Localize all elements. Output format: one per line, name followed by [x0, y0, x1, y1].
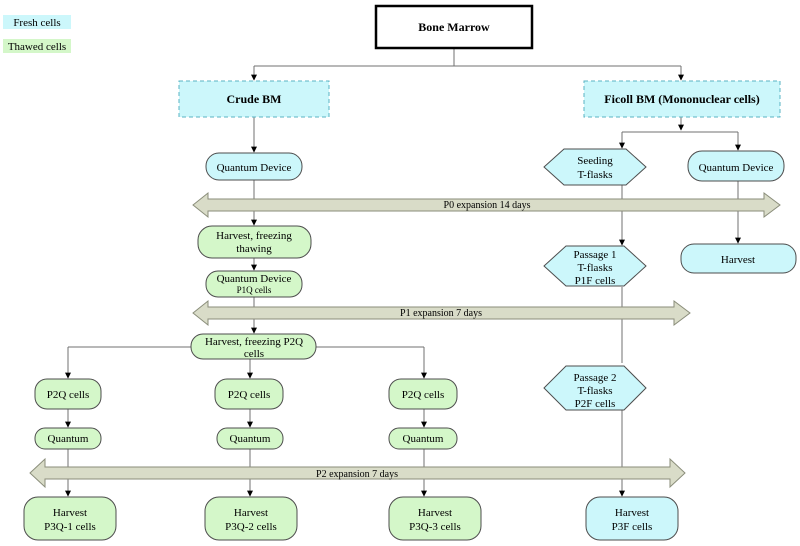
p0-expansion-label: P0 expansion 14 days — [444, 200, 531, 211]
passage2-label-1: Passage 2 — [573, 372, 616, 384]
quantum-b — [216, 427, 284, 450]
passage2-hexagon — [543, 365, 647, 411]
quantum-device-right — [687, 150, 785, 182]
p2q-cells-c — [388, 378, 458, 410]
harvest-p3q-2 — [204, 496, 298, 541]
passage2-label-2: T-flasks — [577, 385, 612, 397]
quantum-device-left-label: Quantum Device — [217, 162, 292, 174]
p0-expansion-band — [192, 191, 781, 219]
quantum-c-label: Quantum — [403, 433, 444, 445]
legend-fresh-swatch — [3, 15, 71, 29]
seeding-label-2: T-flasks — [577, 169, 612, 181]
p2q-cells-b-label: P2Q cells — [228, 389, 270, 401]
quantum-p1q-label-2: P1Q cells — [237, 285, 272, 295]
p2-expansion-band — [29, 457, 686, 489]
harvest-freezing-p2q — [190, 333, 317, 360]
quantum-p1q-label-1: Quantum Device — [217, 273, 292, 285]
p1-expansion-band — [192, 299, 691, 327]
passage2-label-3: P2F cells — [575, 398, 616, 410]
p2q-cells-b — [214, 378, 284, 410]
passage1-label-2: T-flasks — [577, 262, 612, 274]
harvest-p2q-label-1: Harvest, freezing P2Q — [205, 336, 303, 348]
quantum-device-left — [205, 152, 303, 181]
passage1-hexagon — [543, 245, 647, 287]
seeding-tflasks-hexagon — [543, 148, 647, 186]
harvest-p3q-3-label-1: Harvest — [418, 507, 452, 519]
connectors — [65, 48, 741, 497]
quantum-device-p1q — [205, 270, 303, 298]
harvest-p3f — [585, 496, 679, 541]
harvest-p3f-label-1: Harvest — [615, 507, 649, 519]
p1-expansion-label: P1 expansion 7 days — [400, 308, 482, 319]
quantum-b-label: Quantum — [230, 433, 271, 445]
quantum-a — [34, 427, 102, 450]
harvest-freezing-thawing — [197, 225, 312, 259]
harvest-p3f-label-2: P3F cells — [612, 521, 653, 533]
p2q-cells-c-label: P2Q cells — [402, 389, 444, 401]
legend-fresh-label: Fresh cells — [13, 17, 60, 29]
harvest-p3q-1 — [23, 496, 117, 541]
passage1-label-3: P1F cells — [575, 275, 616, 287]
bone-marrow-box — [374, 4, 534, 50]
ficoll-bm-box — [583, 80, 781, 118]
p2-expansion-label: P2 expansion 7 days — [316, 469, 398, 480]
bone-marrow-label: Bone Marrow — [418, 20, 490, 34]
quantum-a-label: Quantum — [48, 433, 89, 445]
harvest-p3q-2-label-2: P3Q-2 cells — [225, 521, 277, 533]
quantum-device-right-label: Quantum Device — [699, 162, 774, 174]
harvest-p3q-1-label-2: P3Q-1 cells — [44, 521, 96, 533]
legend-thawed-swatch — [3, 39, 71, 53]
harvest-right — [680, 243, 797, 274]
harvest-p3q-2-label-1: Harvest — [234, 507, 268, 519]
harvest-p3q-3 — [388, 496, 482, 541]
crude-bm-label: Crude BM — [227, 92, 282, 106]
harvest-p3q-3-label-2: P3Q-3 cells — [409, 521, 461, 533]
harvest-p2q-label-2: cells — [244, 348, 264, 360]
harvest-freezing-label-1: Harvest, freezing — [216, 230, 292, 242]
quantum-c — [388, 427, 458, 450]
crude-bm-box — [178, 80, 330, 118]
p2q-cells-a — [34, 378, 102, 410]
passage1-label-1: Passage 1 — [573, 249, 616, 261]
legend-thawed-label: Thawed cells — [8, 41, 66, 53]
harvest-p3q-1-label-1: Harvest — [53, 507, 87, 519]
p2q-cells-a-label: P2Q cells — [47, 389, 89, 401]
ficoll-bm-label: Ficoll BM (Mononuclear cells) — [604, 92, 759, 106]
harvest-right-label: Harvest — [721, 254, 755, 266]
harvest-freezing-label-2: thawing — [236, 243, 272, 255]
seeding-label-1: Seeding — [577, 155, 613, 167]
